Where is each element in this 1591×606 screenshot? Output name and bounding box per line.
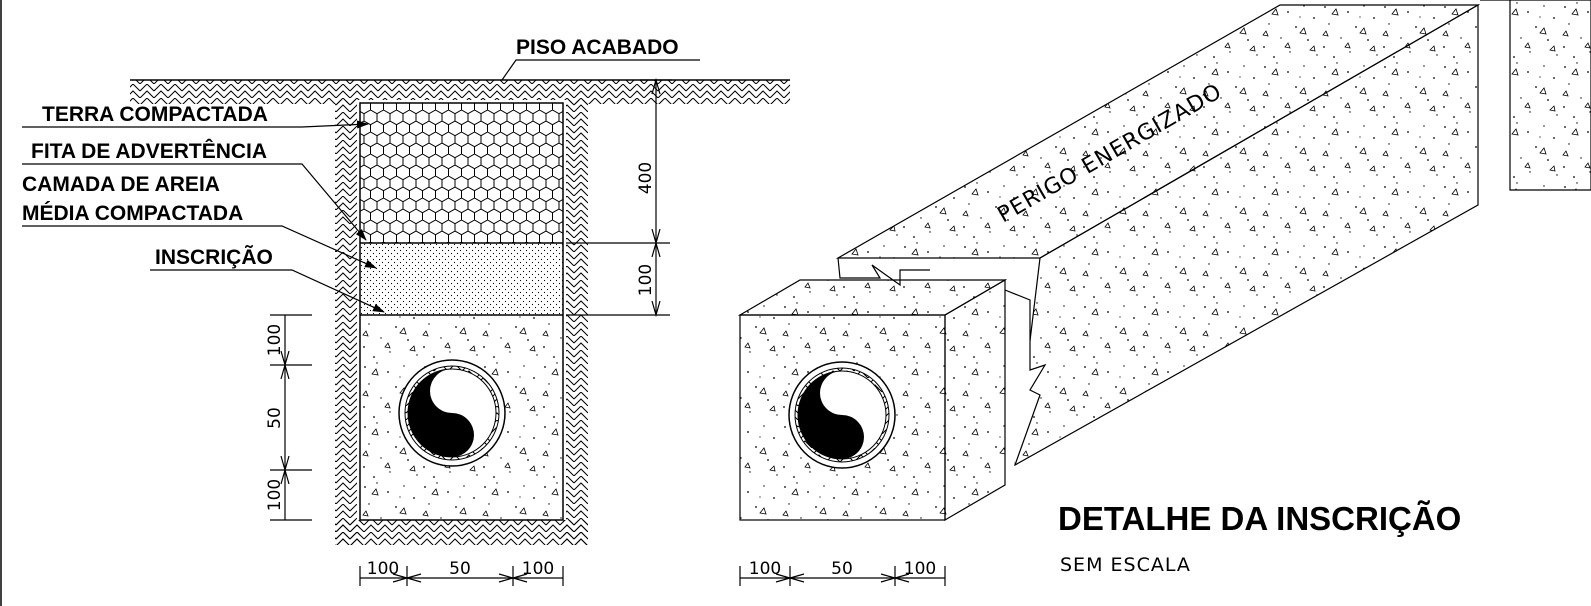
isometric-view: PERIGO ENERGIZADO 100 50 100 [737, 0, 1591, 586]
depth-dimensions [566, 77, 672, 318]
v-dim-top-label: 100 [265, 324, 285, 356]
label-terra-compactada: TERRA COMPACTADA [42, 103, 268, 126]
iso-break-line-top [837, 257, 930, 287]
iso-horizontal-dimensions [739, 566, 946, 586]
depth-400-label: 400 [636, 162, 656, 194]
label-media-compactada: MÉDIA COMPACTADA [22, 202, 243, 225]
conduit-section [398, 359, 506, 467]
iso-break-line-side [1004, 289, 1047, 466]
h-dim-left-label: 100 [367, 559, 399, 579]
label-piso-acabado: PISO ACABADO [516, 36, 679, 59]
label-inscricao: INSCRIÇÃO [155, 246, 273, 269]
h-dim-right-label: 100 [522, 559, 554, 579]
drawing-subtitle: SEM ESCALA [1060, 554, 1191, 576]
envelope-vertical-dimensions [270, 314, 312, 521]
iso-conduit [788, 361, 896, 469]
h-dim-mid-label: 50 [449, 559, 471, 579]
title-background [1050, 490, 1505, 580]
drawing-title: DETALHE DA INSCRIÇÃO [1058, 500, 1461, 537]
trench-wall-bottom [335, 520, 588, 545]
iso-front-side [944, 278, 1006, 522]
v-dim-bottom-label: 100 [265, 479, 285, 511]
label-fita-advertencia: FITA DE ADVERTÊNCIA [31, 139, 267, 163]
iso-h-dim-right-label: 100 [904, 559, 936, 579]
iso-h-dim-mid-label: 50 [831, 559, 853, 579]
depth-100-label: 100 [636, 264, 656, 296]
iso-h-dim-left-label: 100 [749, 559, 781, 579]
label-camada-areia: CAMADA DE AREIA [22, 173, 220, 196]
trench-wall-left [335, 100, 360, 545]
envelope-horizontal-dimensions [359, 566, 564, 586]
trench-outline [359, 102, 564, 521]
leader-lines [22, 59, 700, 313]
section-view: 400 100 100 50 100 100 [22, 36, 790, 586]
sand-layer [360, 243, 563, 315]
v-dim-mid-label: 50 [265, 407, 285, 429]
iso-far-block [1480, 0, 1591, 191]
compacted-earth-layer [360, 103, 563, 243]
trench-wall-right [563, 100, 588, 545]
